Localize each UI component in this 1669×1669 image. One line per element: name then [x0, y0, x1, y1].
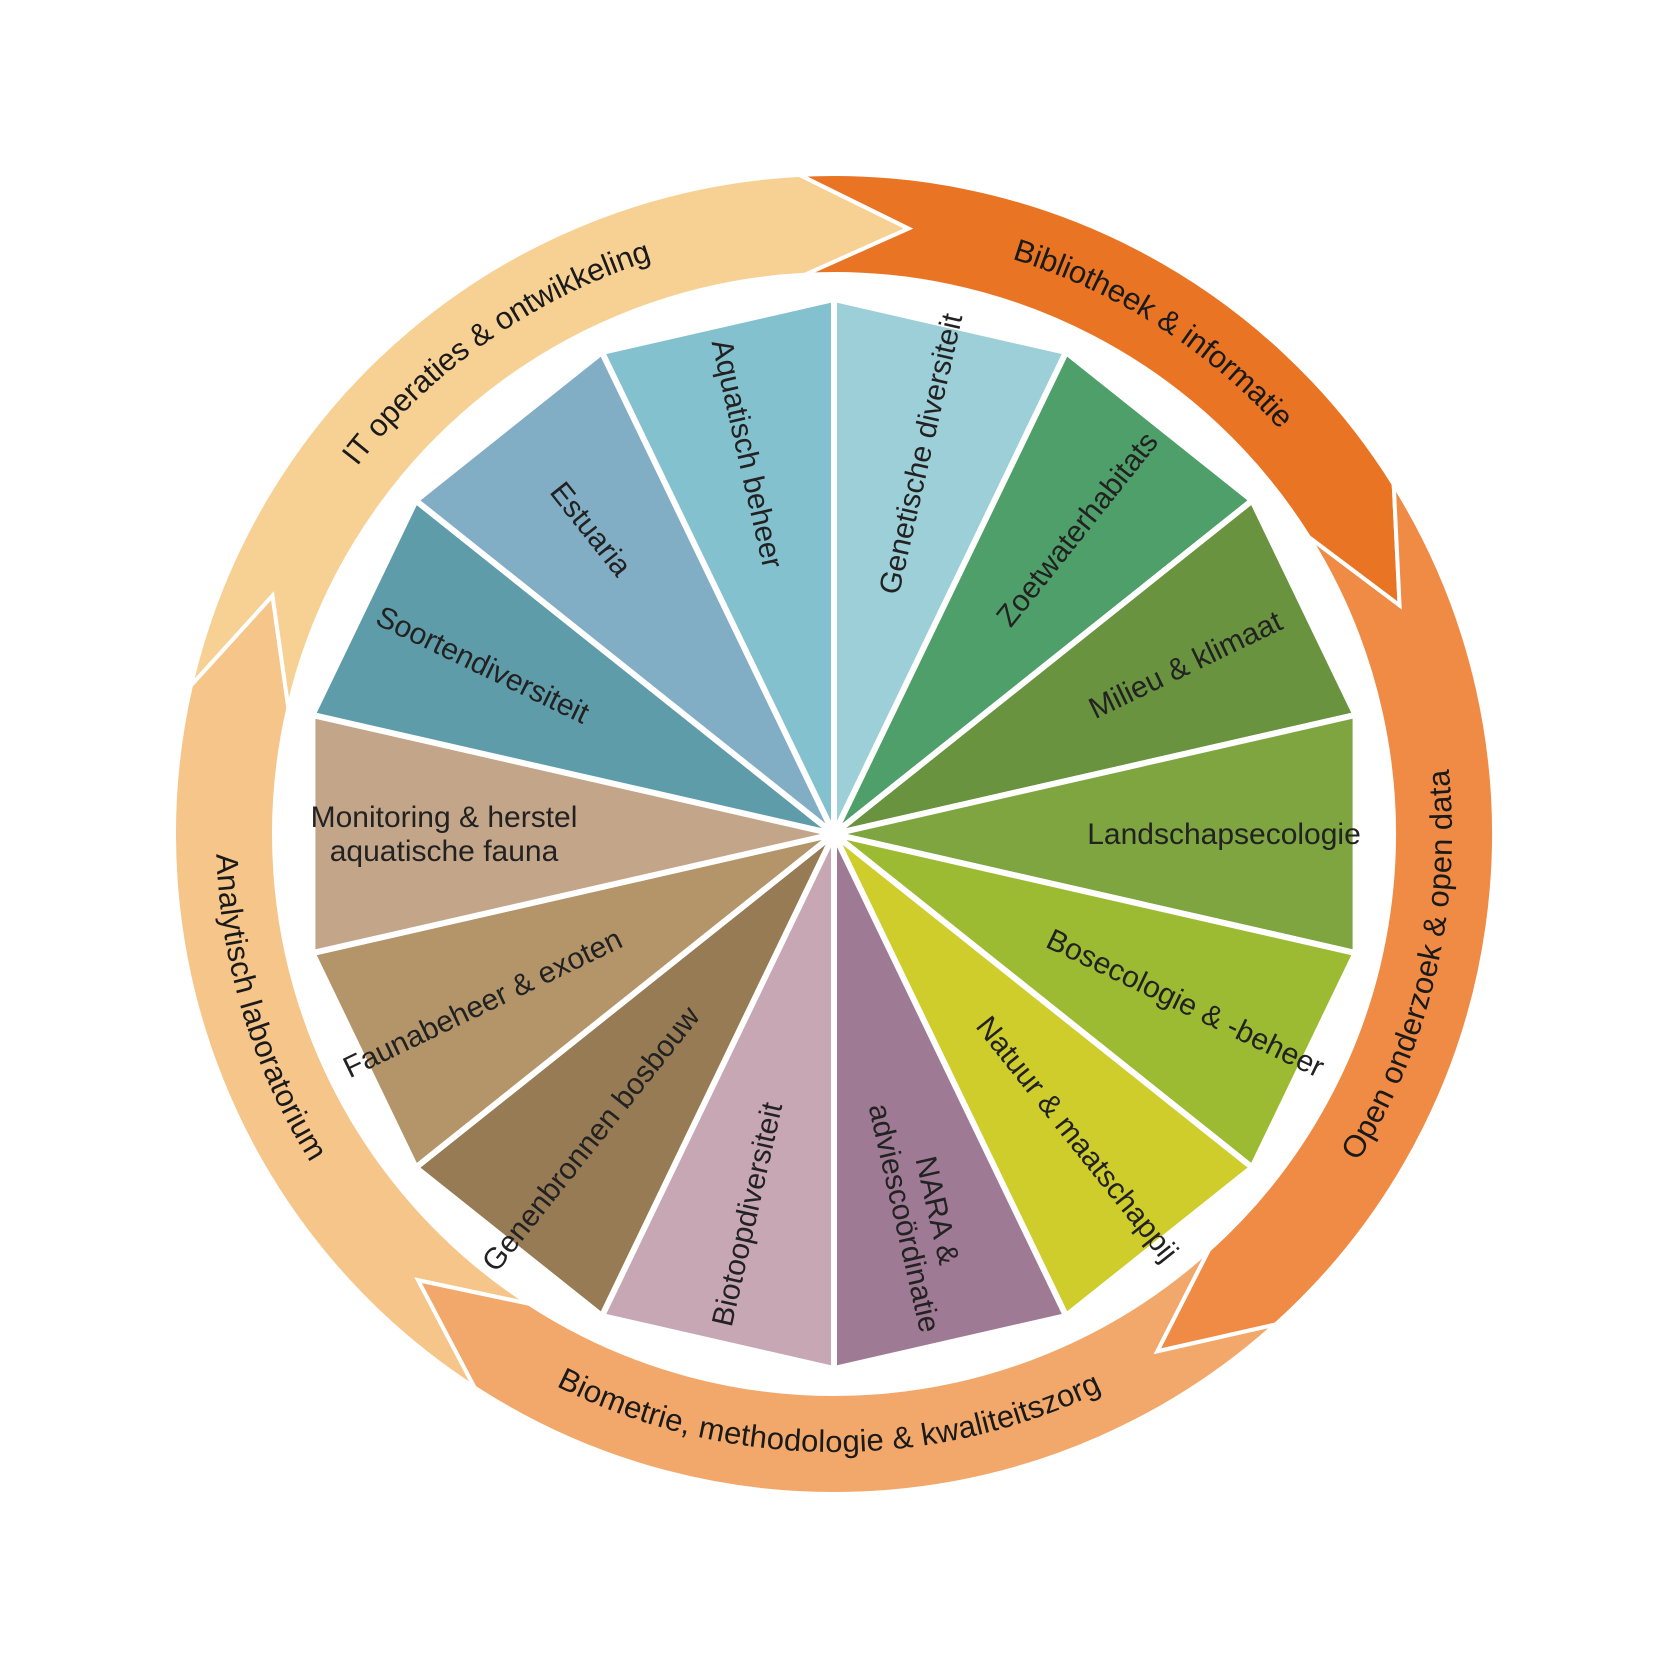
research-groups-wheel: [309, 296, 1359, 1372]
segment-aquatisch-beheer: [598, 296, 837, 837]
support-services-ring: [172, 172, 1496, 1497]
ring-arrow-it-operaties-en-ontwikkeling: [187, 172, 914, 709]
wheel-center: [820, 820, 848, 848]
segment-label-landschapsecologie: Landschapsecologie: [1087, 818, 1361, 851]
